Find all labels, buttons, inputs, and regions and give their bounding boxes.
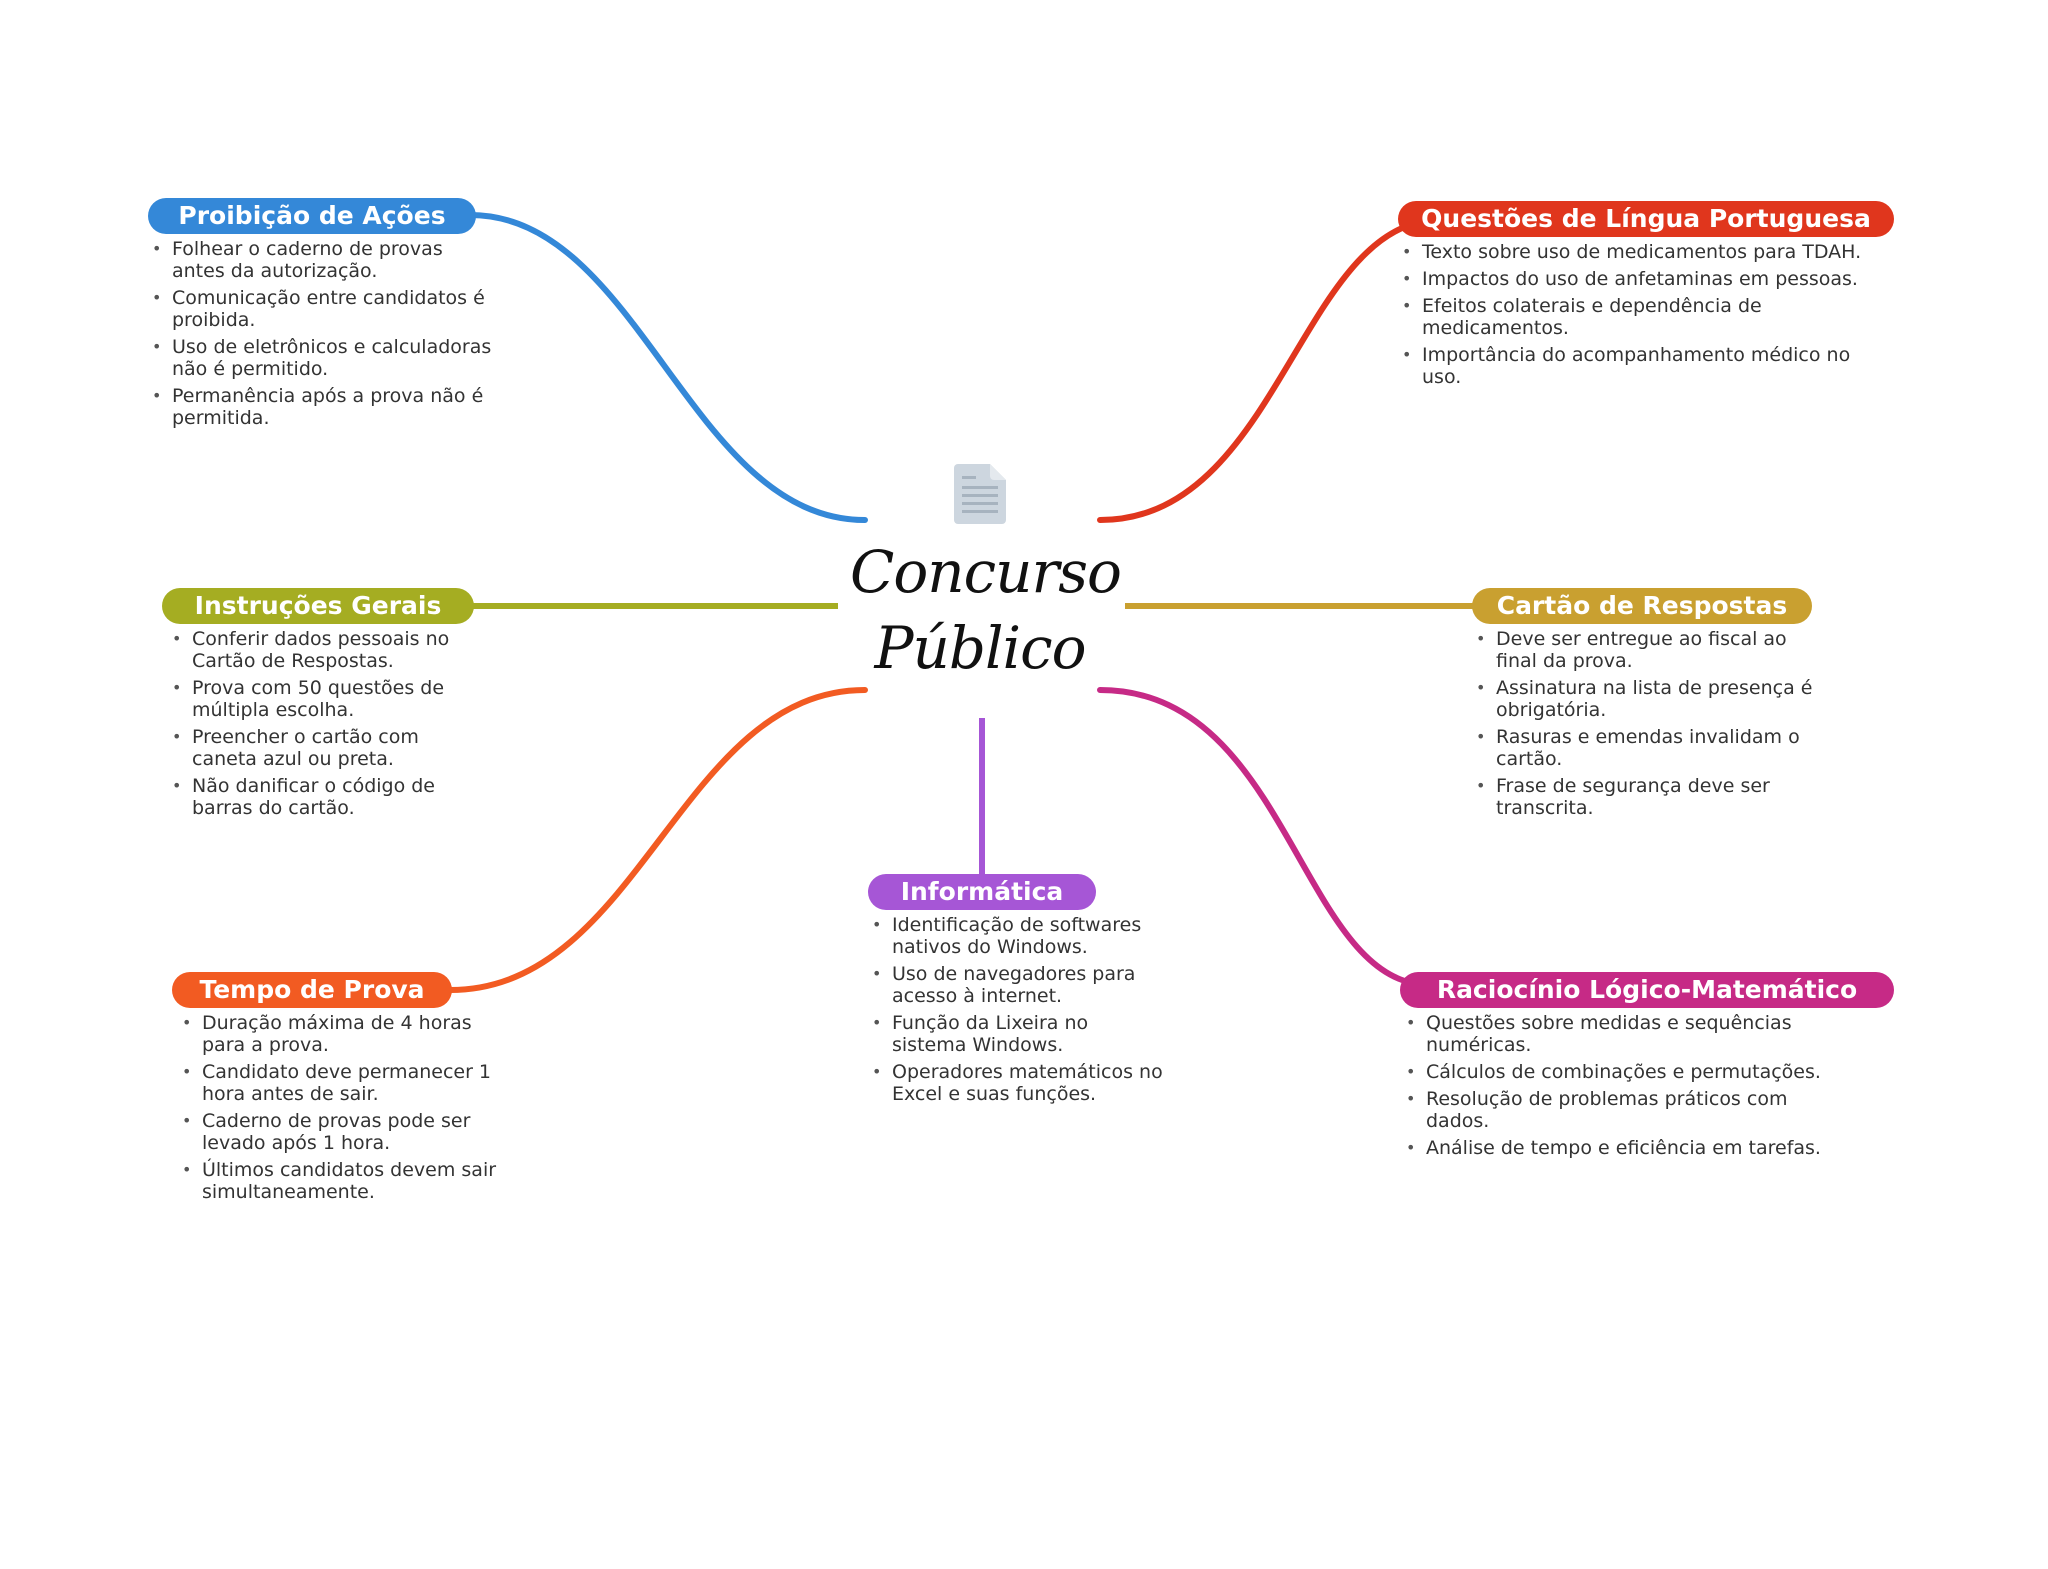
topic-items-instrucoes: Conferir dados pessoais no Cartão de Res… <box>168 628 478 819</box>
connector-tempo <box>447 687 868 993</box>
list-item: Caderno de provas pode ser levado após 1… <box>178 1110 498 1154</box>
topic-instrucoes: Instruções Gerais Conferir dados pessoai… <box>162 588 478 824</box>
list-item: Efeitos colaterais e dependência de medi… <box>1398 295 1868 339</box>
list-item: Resolução de problemas práticos com dado… <box>1402 1088 1822 1132</box>
topic-items-tempo: Duração máxima de 4 horas para a prova. … <box>178 1012 498 1203</box>
document-icon <box>954 464 1006 524</box>
list-item: Frase de segurança deve ser transcrita. <box>1472 775 1822 819</box>
list-item: Duração máxima de 4 horas para a prova. <box>178 1012 498 1056</box>
list-item: Identificação de softwares nativos do Wi… <box>868 914 1168 958</box>
topic-items-informatica: Identificação de softwares nativos do Wi… <box>868 914 1168 1105</box>
topic-items-cartao: Deve ser entregue ao fiscal ao final da … <box>1472 628 1822 819</box>
connector-raciocinio <box>1097 687 1433 988</box>
list-item: Importância do acompanhamento médico no … <box>1398 344 1868 388</box>
connector-proibicao <box>467 212 868 523</box>
list-item: Últimos candidatos devem sair simultanea… <box>178 1159 498 1203</box>
list-item: Permanência após a prova não é permitida… <box>148 385 498 429</box>
list-item: Assinatura na lista de presença é obriga… <box>1472 677 1822 721</box>
list-item: Comunicação entre candidatos é proibida. <box>148 287 498 331</box>
list-item: Candidato deve permanecer 1 hora antes d… <box>178 1061 498 1105</box>
topic-title-raciocinio[interactable]: Raciocínio Lógico-Matemático <box>1400 972 1894 1008</box>
central-topic-title: Concurso Público <box>850 534 1122 686</box>
central-title-line2: Público <box>874 614 1086 682</box>
topic-title-tempo[interactable]: Tempo de Prova <box>172 972 452 1008</box>
list-item: Não danificar o código de barras do cart… <box>168 775 478 819</box>
list-item: Folhear o caderno de provas antes da aut… <box>148 238 498 282</box>
list-item: Operadores matemáticos no Excel e suas f… <box>868 1061 1168 1105</box>
list-item: Deve ser entregue ao fiscal ao final da … <box>1472 628 1822 672</box>
topic-title-proibicao[interactable]: Proibição de Ações <box>148 198 476 234</box>
connector-portugues <box>1097 217 1443 523</box>
topic-title-portugues[interactable]: Questões de Língua Portuguesa <box>1398 201 1894 237</box>
list-item: Uso de navegadores para acesso à interne… <box>868 963 1168 1007</box>
central-topic[interactable]: Concurso Público <box>850 462 1122 686</box>
topic-portugues: Questões de Língua Portuguesa Texto sobr… <box>1398 201 1894 393</box>
list-item: Análise de tempo e eficiência em tarefas… <box>1402 1137 1822 1159</box>
topic-title-informatica[interactable]: Informática <box>868 874 1096 910</box>
list-item: Função da Lixeira no sistema Windows. <box>868 1012 1168 1056</box>
topic-informatica: Informática Identificação de softwares n… <box>868 874 1168 1110</box>
topic-items-raciocinio: Questões sobre medidas e sequências numé… <box>1402 1012 1822 1159</box>
central-title-line1: Concurso <box>850 538 1122 606</box>
list-item: Texto sobre uso de medicamentos para TDA… <box>1398 241 1868 263</box>
list-item: Conferir dados pessoais no Cartão de Res… <box>168 628 478 672</box>
list-item: Impactos do uso de anfetaminas em pessoa… <box>1398 268 1868 290</box>
topic-title-instrucoes[interactable]: Instruções Gerais <box>162 588 474 624</box>
topic-cartao: Cartão de Respostas Deve ser entregue ao… <box>1472 588 1822 824</box>
list-item: Prova com 50 questões de múltipla escolh… <box>168 677 478 721</box>
list-item: Questões sobre medidas e sequências numé… <box>1402 1012 1822 1056</box>
list-item: Uso de eletrônicos e calculadoras não é … <box>148 336 498 380</box>
list-item: Cálculos de combinações e permutações. <box>1402 1061 1822 1083</box>
list-item: Preencher o cartão com caneta azul ou pr… <box>168 726 478 770</box>
topic-proibicao: Proibição de Ações Folhear o caderno de … <box>148 198 498 434</box>
topic-tempo: Tempo de Prova Duração máxima de 4 horas… <box>172 972 498 1208</box>
topic-raciocinio: Raciocínio Lógico-Matemático Questões so… <box>1400 972 1894 1164</box>
list-item: Rasuras e emendas invalidam o cartão. <box>1472 726 1822 770</box>
topic-items-proibicao: Folhear o caderno de provas antes da aut… <box>148 238 498 429</box>
topic-items-portugues: Texto sobre uso de medicamentos para TDA… <box>1398 241 1868 388</box>
topic-title-cartao[interactable]: Cartão de Respostas <box>1472 588 1812 624</box>
